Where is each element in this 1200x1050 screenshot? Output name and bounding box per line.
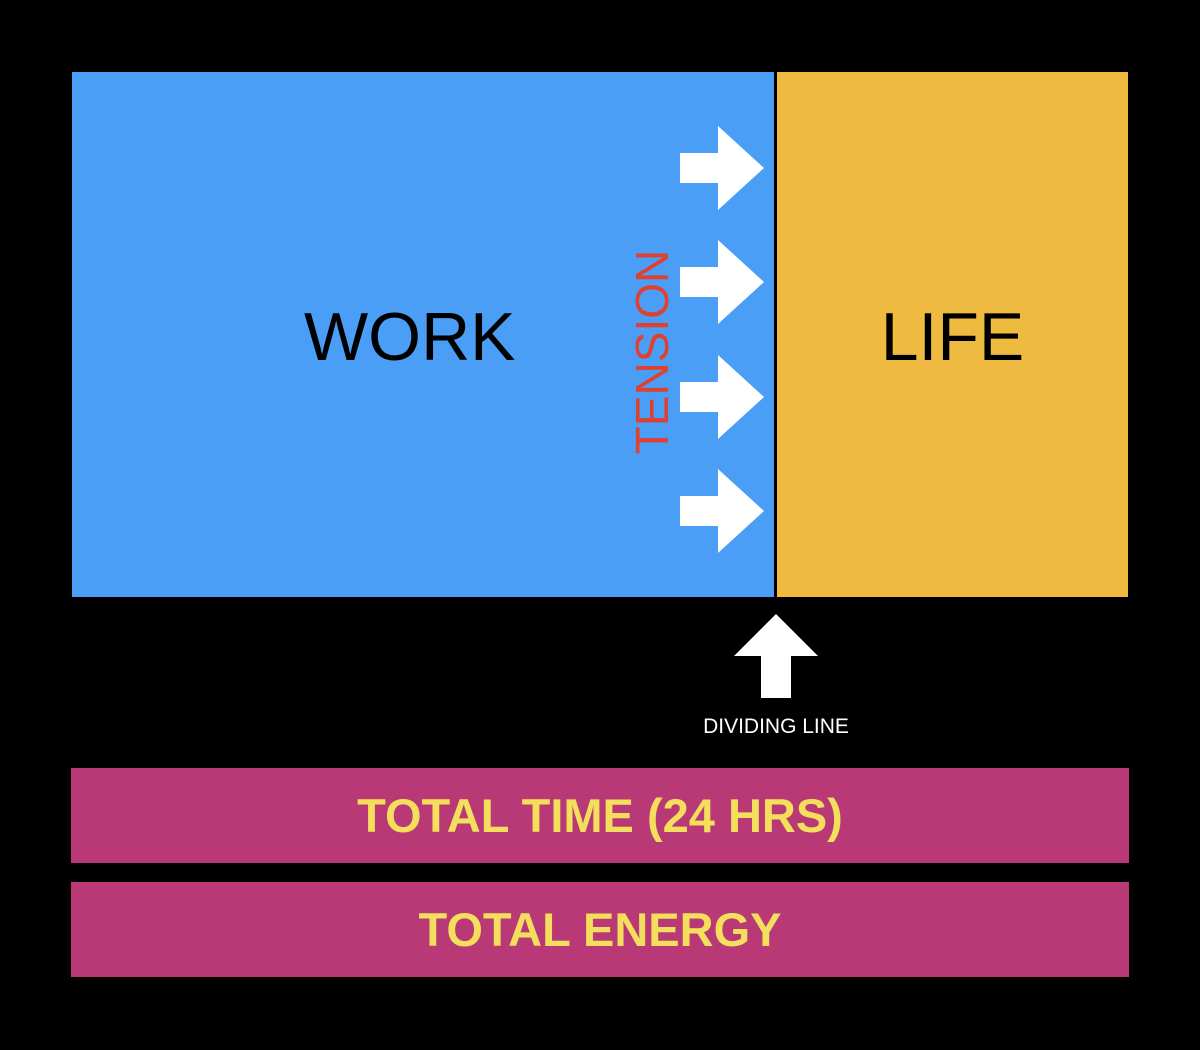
right-arrow-icon (680, 469, 764, 553)
right-arrow-icon (680, 240, 764, 324)
up-arrow-icon (734, 614, 818, 698)
total-time-bar: TOTAL TIME (24 HRS) (71, 768, 1129, 863)
right-arrow-icon (680, 126, 764, 210)
work-label: WORK (304, 299, 516, 375)
total-energy-label: TOTAL ENERGY (418, 903, 782, 956)
tension-label: TENSION (626, 249, 678, 455)
total-energy-bar: TOTAL ENERGY (71, 882, 1129, 977)
dividing-line (774, 72, 777, 597)
dividing-line-caption: DIVIDING LINE (703, 715, 849, 738)
life-box: LIFE (777, 72, 1128, 597)
right-arrow-icon (680, 355, 764, 439)
work-box: WORK (72, 72, 774, 597)
total-time-label: TOTAL TIME (24 HRS) (357, 789, 843, 842)
life-label: LIFE (880, 299, 1025, 375)
